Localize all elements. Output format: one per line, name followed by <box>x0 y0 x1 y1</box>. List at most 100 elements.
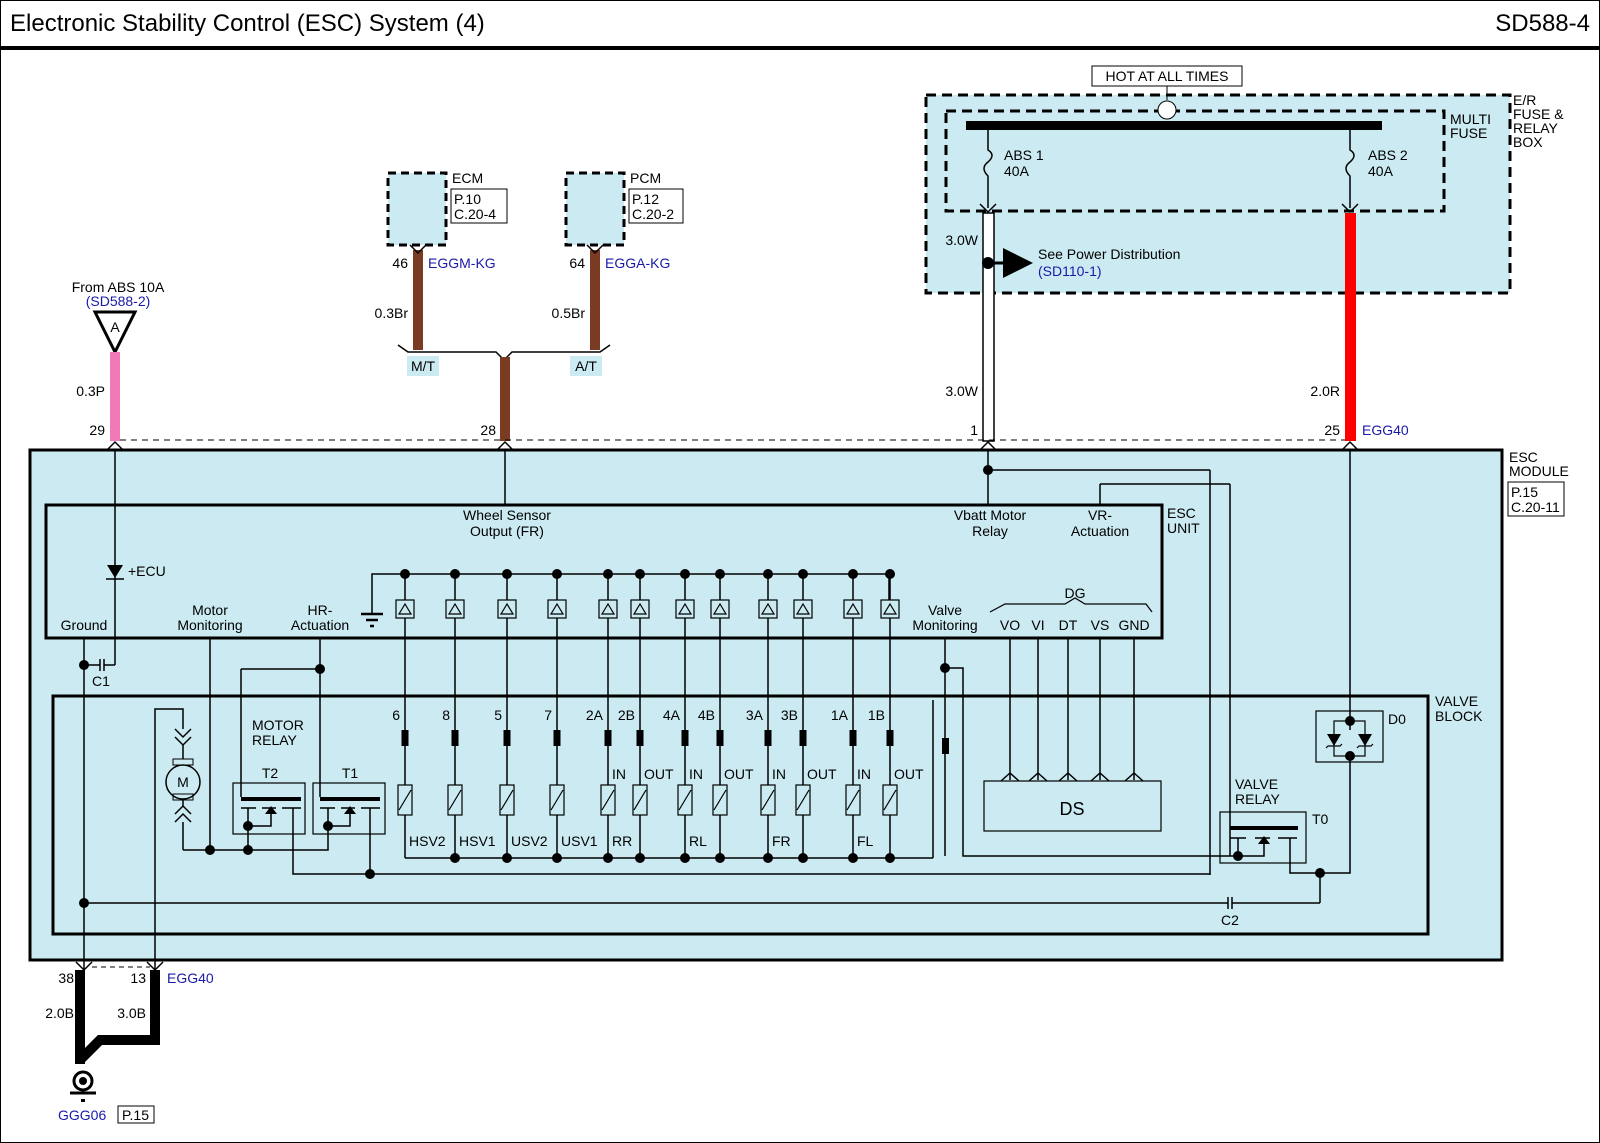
esc-unit-label-1: ESC <box>1167 505 1196 521</box>
ecm-conn: C.20-4 <box>454 206 496 222</box>
ground-wires <box>75 970 160 1064</box>
wire-2.0r <box>1345 213 1356 441</box>
connector-terminal <box>636 730 644 746</box>
dg-pin-vi: VI <box>1031 617 1044 633</box>
fuse-abs2-name: ABS 2 <box>1368 147 1408 163</box>
connector-terminal <box>799 730 807 746</box>
motor-icon: M <box>165 728 201 823</box>
valve-block-box <box>51 694 1430 936</box>
er-box-label-4: BOX <box>1513 134 1543 150</box>
valve-pin-label: 3B <box>781 707 798 723</box>
valve-relay-label-2: RELAY <box>1235 791 1281 807</box>
esc-module-label-2: MODULE <box>1509 463 1569 479</box>
diode-ecu-icon <box>107 565 123 578</box>
motor-monitoring-label-2: Monitoring <box>177 617 242 633</box>
wire-2.0b-label: 2.0B <box>45 1005 74 1021</box>
connector-terminal <box>716 730 724 746</box>
wire-0.3br-label: 0.3Br <box>375 305 409 321</box>
hr-actuation-label-2: Actuation <box>291 617 349 633</box>
wire-3.0w-label-bottom: 3.0W <box>945 383 978 399</box>
pin-13: 13 <box>130 970 146 986</box>
valve-pin-label: 1B <box>868 707 885 723</box>
esc-module-label-1: ESC <box>1509 449 1538 465</box>
connector-terminal <box>401 730 409 746</box>
valve-io-label: OUT <box>807 766 837 782</box>
valve-relay-label-1: VALVE <box>1235 776 1278 792</box>
esc-module-conn: C.20-11 <box>1511 499 1560 515</box>
ecm-page: P.10 <box>454 191 481 207</box>
relay-t1 <box>312 782 386 835</box>
see-power-distribution-label: See Power Distribution <box>1038 246 1180 262</box>
ground-point-label[interactable]: GGG06 <box>58 1107 106 1123</box>
ds-box <box>983 780 1162 832</box>
connector-egga-kg[interactable]: EGGA-KG <box>605 255 670 271</box>
relay-t2-label: T2 <box>262 765 279 781</box>
pin-28: 28 <box>480 422 496 438</box>
diode-d0-label: D0 <box>1388 711 1406 727</box>
ecm-box <box>386 171 448 247</box>
valve-io-label: IN <box>772 766 786 782</box>
esc-module-page: P.15 <box>1511 484 1538 500</box>
valve-monitoring-label-2: Monitoring <box>912 617 977 633</box>
valve-name-label: USV2 <box>511 833 548 849</box>
wire-3.0w <box>982 212 995 442</box>
pin-29: 29 <box>89 422 105 438</box>
abs-feed-ref-link[interactable]: (SD588-2) <box>86 293 151 309</box>
connector-terminal <box>451 730 459 746</box>
er-box-label-3: RELAY <box>1513 120 1559 136</box>
pin-38: 38 <box>58 970 74 986</box>
connector-terminal <box>604 730 612 746</box>
relay-t0 <box>1219 811 1307 864</box>
fuse-abs1-icon <box>983 130 993 208</box>
relay-t2 <box>232 782 306 835</box>
connector-eggm-kg[interactable]: EGGM-KG <box>428 255 496 271</box>
valve-name-label: HSV2 <box>409 833 446 849</box>
fuse-abs2-rating: 40A <box>1368 163 1394 179</box>
ground-point-icon <box>70 1070 96 1102</box>
motor-monitoring-label-1: Motor <box>192 602 228 618</box>
ground-label: Ground <box>61 617 108 633</box>
power-source-icon <box>1157 100 1177 120</box>
vr-actuation-label-2: Actuation <box>1071 523 1129 539</box>
connector-a-label: A <box>110 319 120 335</box>
see-power-distribution-link[interactable]: (SD110-1) <box>1038 263 1102 279</box>
relay-t0-label: T0 <box>1312 811 1329 827</box>
header-bar: Electronic Stability Control (ESC) Syste… <box>0 0 1600 50</box>
valve-name-label: USV1 <box>561 833 598 849</box>
diode-d0-box <box>1315 710 1384 763</box>
valve-name-label: FR <box>772 833 791 849</box>
valve-pin-label: 3A <box>746 707 764 723</box>
valve-io-label: OUT <box>724 766 754 782</box>
valve-pin-label: 2B <box>618 707 635 723</box>
valve-pin-label: 2A <box>586 707 604 723</box>
valve-pin-label: 6 <box>392 707 400 723</box>
variant-at: A/T <box>575 358 597 374</box>
valve-pin-label: 1A <box>831 707 849 723</box>
diagram-code: SD588-4 <box>1495 10 1590 37</box>
wire-0.3p <box>110 352 120 441</box>
pin-1: 1 <box>970 422 978 438</box>
fuse-abs2-icon <box>1345 130 1355 208</box>
connector-a-icon <box>92 310 138 356</box>
capacitor-c1-label: C1 <box>92 673 110 689</box>
pcm-page: P.12 <box>632 191 659 207</box>
multi-fuse-box <box>944 109 1446 213</box>
connector-terminal <box>849 730 857 746</box>
wire-3.0b-label: 3.0B <box>117 1005 146 1021</box>
wheel-sensor-label-1: Wheel Sensor <box>463 507 551 523</box>
pcm-box <box>564 171 626 247</box>
connector-egg40-top[interactable]: EGG40 <box>1362 422 1409 438</box>
connector-terminal <box>764 730 772 746</box>
fuse-abs1-name: ABS 1 <box>1004 147 1044 163</box>
vr-actuation-label-1: VR- <box>1088 507 1112 523</box>
relay-t1-label: T1 <box>342 765 359 781</box>
hr-actuation-label-1: HR- <box>308 602 333 618</box>
connector-egg40-bottom[interactable]: EGG40 <box>167 970 214 986</box>
motor-label: M <box>177 774 189 790</box>
valve-io-label: IN <box>689 766 703 782</box>
connector-terminal <box>886 730 894 746</box>
dg-pin-gnd: GND <box>1118 617 1149 633</box>
valve-block-label-2: BLOCK <box>1435 708 1483 724</box>
valve-io-label: OUT <box>894 766 924 782</box>
pcm-conn: C.20-2 <box>632 206 674 222</box>
